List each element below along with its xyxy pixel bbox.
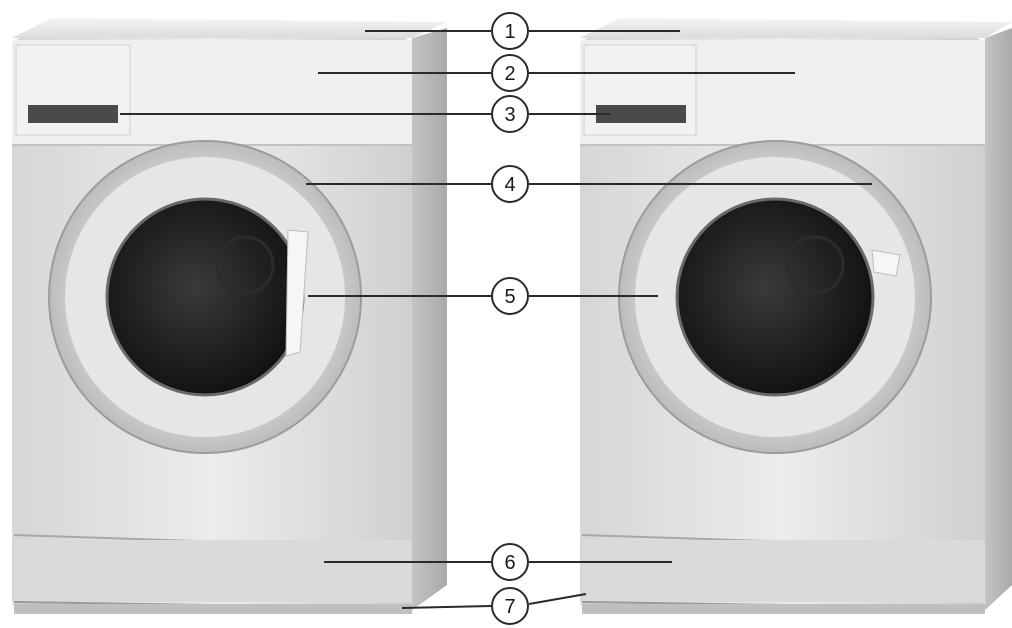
top-panel	[12, 18, 447, 38]
callout-number: 4	[504, 174, 515, 196]
service-flap[interactable]	[14, 540, 412, 602]
drawer-handle[interactable]	[28, 105, 118, 123]
washer-right	[580, 18, 1012, 614]
callout-number: 2	[504, 63, 515, 85]
callout-number: 3	[504, 104, 515, 126]
callout-number: 1	[504, 21, 515, 43]
callout-number: 6	[504, 552, 515, 574]
top-panel	[580, 18, 1012, 38]
door-handle[interactable]	[872, 250, 900, 276]
feet	[582, 604, 985, 614]
washer-left	[12, 18, 447, 614]
side-panel	[985, 28, 1012, 610]
callout-number: 7	[504, 596, 515, 618]
callout-number: 5	[504, 286, 515, 308]
service-flap[interactable]	[582, 540, 985, 602]
feet	[14, 604, 412, 614]
side-panel	[412, 28, 447, 610]
